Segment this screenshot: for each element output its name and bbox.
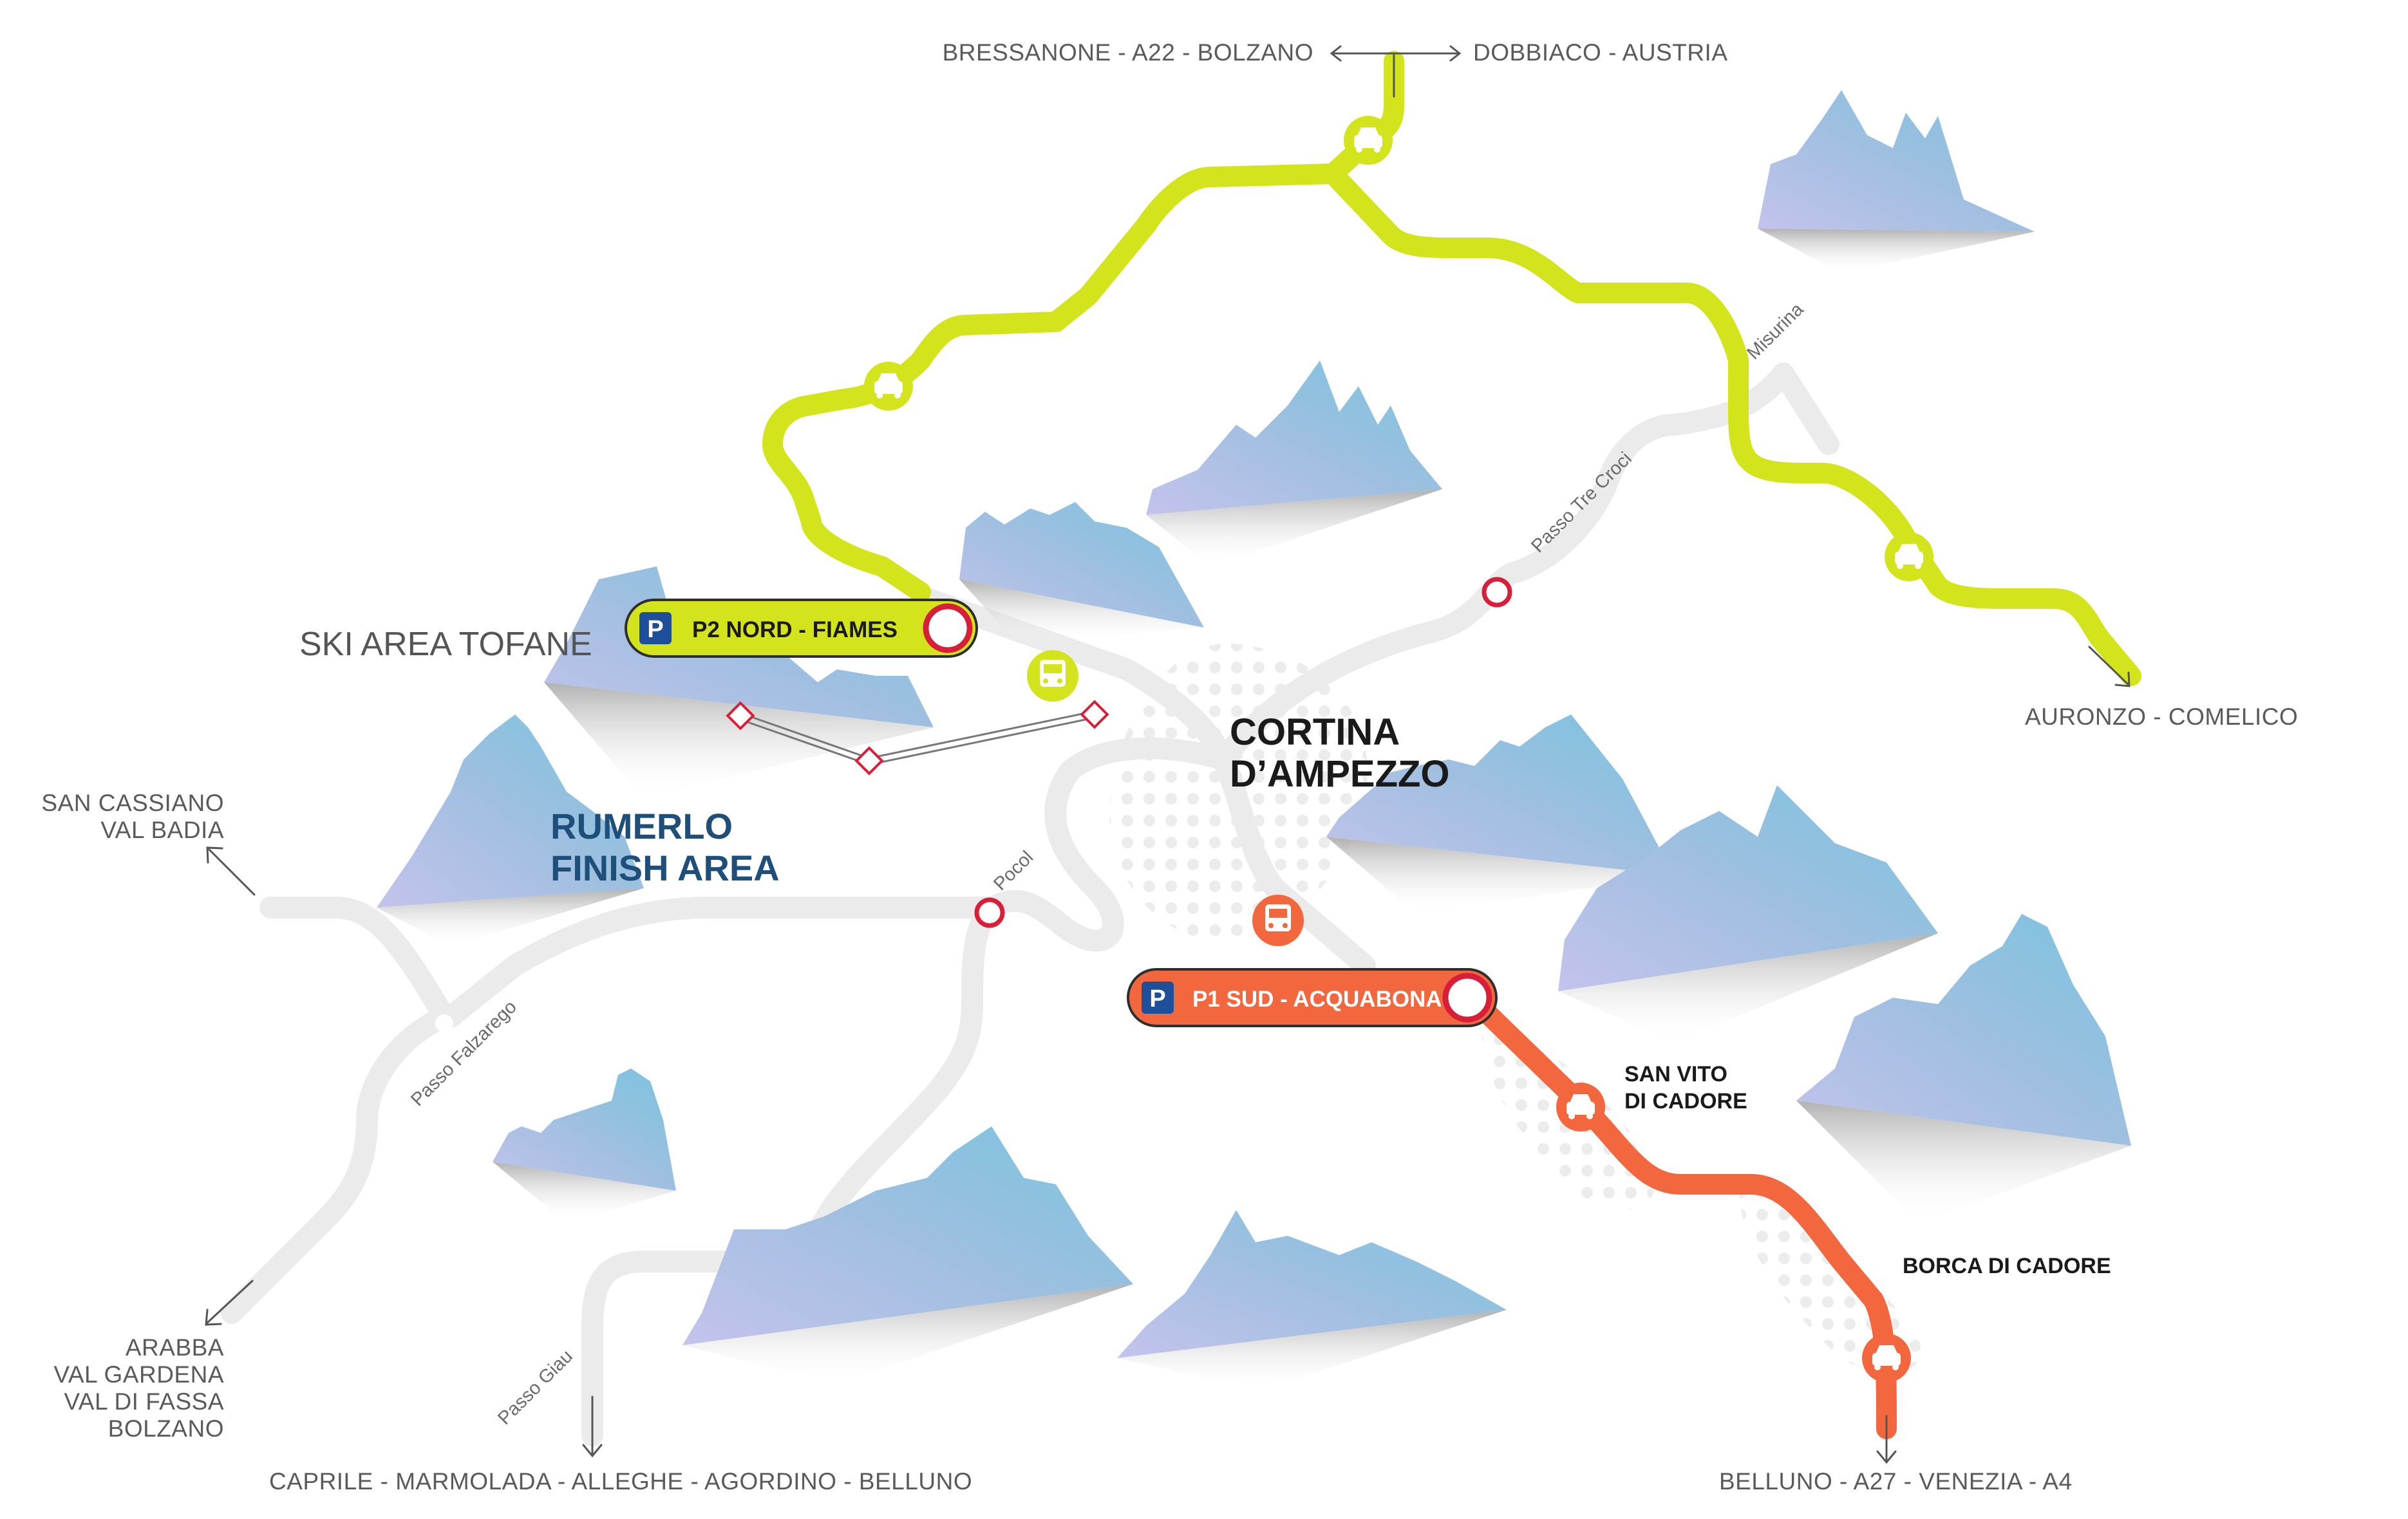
car-icon <box>1556 1083 1605 1132</box>
parking-north[interactable]: P P2 NORD - FIAMES <box>625 599 978 658</box>
mountains <box>377 90 2131 1390</box>
bus-icon <box>1027 650 1078 702</box>
pass-pocol: Pocol <box>990 847 1037 895</box>
stop-ring-icon <box>1481 577 1512 608</box>
town-san-vito-2: DI CADORE <box>1624 1089 1747 1114</box>
mountain <box>493 1068 676 1223</box>
stop-ring-icon <box>974 897 1005 928</box>
parking-north-label: P2 NORD - FIAMES <box>692 617 898 642</box>
car-icon <box>1862 1334 1911 1383</box>
cable-car <box>726 700 1109 776</box>
destination-north-west: BRESSANONE - A22 - BOLZANO <box>943 39 1313 66</box>
finish-area-line2: FINISH AREA <box>550 848 780 888</box>
car-icon <box>864 362 913 411</box>
mountain <box>1558 785 1938 1043</box>
town-san-vito-1: SAN VITO <box>1624 1062 1727 1086</box>
car-icon <box>1885 532 1933 581</box>
cable-car-station-icon <box>1080 700 1109 729</box>
parking-icon <box>1142 982 1174 1014</box>
pass-stops <box>435 577 1512 1032</box>
stop-ring-icon <box>923 603 973 653</box>
town-borca: BORCA DI CADORE <box>1903 1254 2111 1278</box>
city-line1: CORTINA <box>1230 711 1400 753</box>
mountain <box>682 1126 1133 1384</box>
destination-south-west-2: VAL GARDENA <box>53 1361 224 1388</box>
destination-east: AURONZO - COMELICO <box>2025 704 2298 730</box>
destination-south-west-1: ARABBA <box>126 1334 224 1361</box>
bus-icon <box>1252 895 1304 946</box>
mountain <box>959 502 1204 644</box>
destination-west-2: VAL BADIA <box>100 817 224 843</box>
city-line2: D’AMPEZZO <box>1230 753 1450 795</box>
mountain <box>1796 914 2131 1223</box>
car-stops <box>864 116 1933 1383</box>
cable-car-station-icon <box>854 746 884 776</box>
destination-labels: BRESSANONE - A22 - BOLZANO DOBBIACO - AU… <box>41 39 2298 1495</box>
mountain <box>1758 90 2035 274</box>
parking-letter: P <box>647 616 663 643</box>
ski-area-label: SKI AREA TOFANE <box>299 626 592 663</box>
parking-letter: P <box>1149 985 1165 1012</box>
destination-south-west-4: BOLZANO <box>108 1415 224 1442</box>
destination-west-1: SAN CASSIANO <box>41 790 224 816</box>
pass-misurina: Misurina <box>1743 299 1808 364</box>
area-labels: SKI AREA TOFANE RUMERLO FINISH AREA CORT… <box>299 626 1450 888</box>
parking-south[interactable]: P P1 SUD - ACQUABONA <box>1127 968 1498 1027</box>
parking-icon <box>639 612 672 644</box>
town-labels: SAN VITO DI CADORE BORCA DI CADORE <box>1624 1062 2111 1278</box>
stop-ring-icon <box>1442 973 1492 1023</box>
destination-south-east: BELLUNO - A27 - VENEZIA - A4 <box>1719 1468 2073 1495</box>
bus-stops <box>1027 650 1304 946</box>
destination-arrows <box>205 45 2131 1464</box>
mountain <box>377 714 644 946</box>
finish-area-line1: RUMERLO <box>550 806 733 846</box>
road-network <box>221 362 1839 1446</box>
parking-south-label: P1 SUD - ACQUABONA <box>1192 987 1442 1012</box>
mountain <box>1117 1210 1507 1390</box>
cable-car-station-icon <box>726 701 755 731</box>
destination-north-east: DOBBIACO - AUSTRIA <box>1473 39 1728 66</box>
car-icon <box>1344 116 1393 165</box>
destination-south: CAPRILE - MARMOLADA - ALLEGHE - AGORDINO… <box>269 1468 972 1495</box>
mountain <box>1146 360 1442 566</box>
destination-south-west-3: VAL DI FASSA <box>64 1388 224 1415</box>
mountain <box>1326 714 1674 914</box>
pass-giau: Passo Giau <box>494 1346 577 1429</box>
